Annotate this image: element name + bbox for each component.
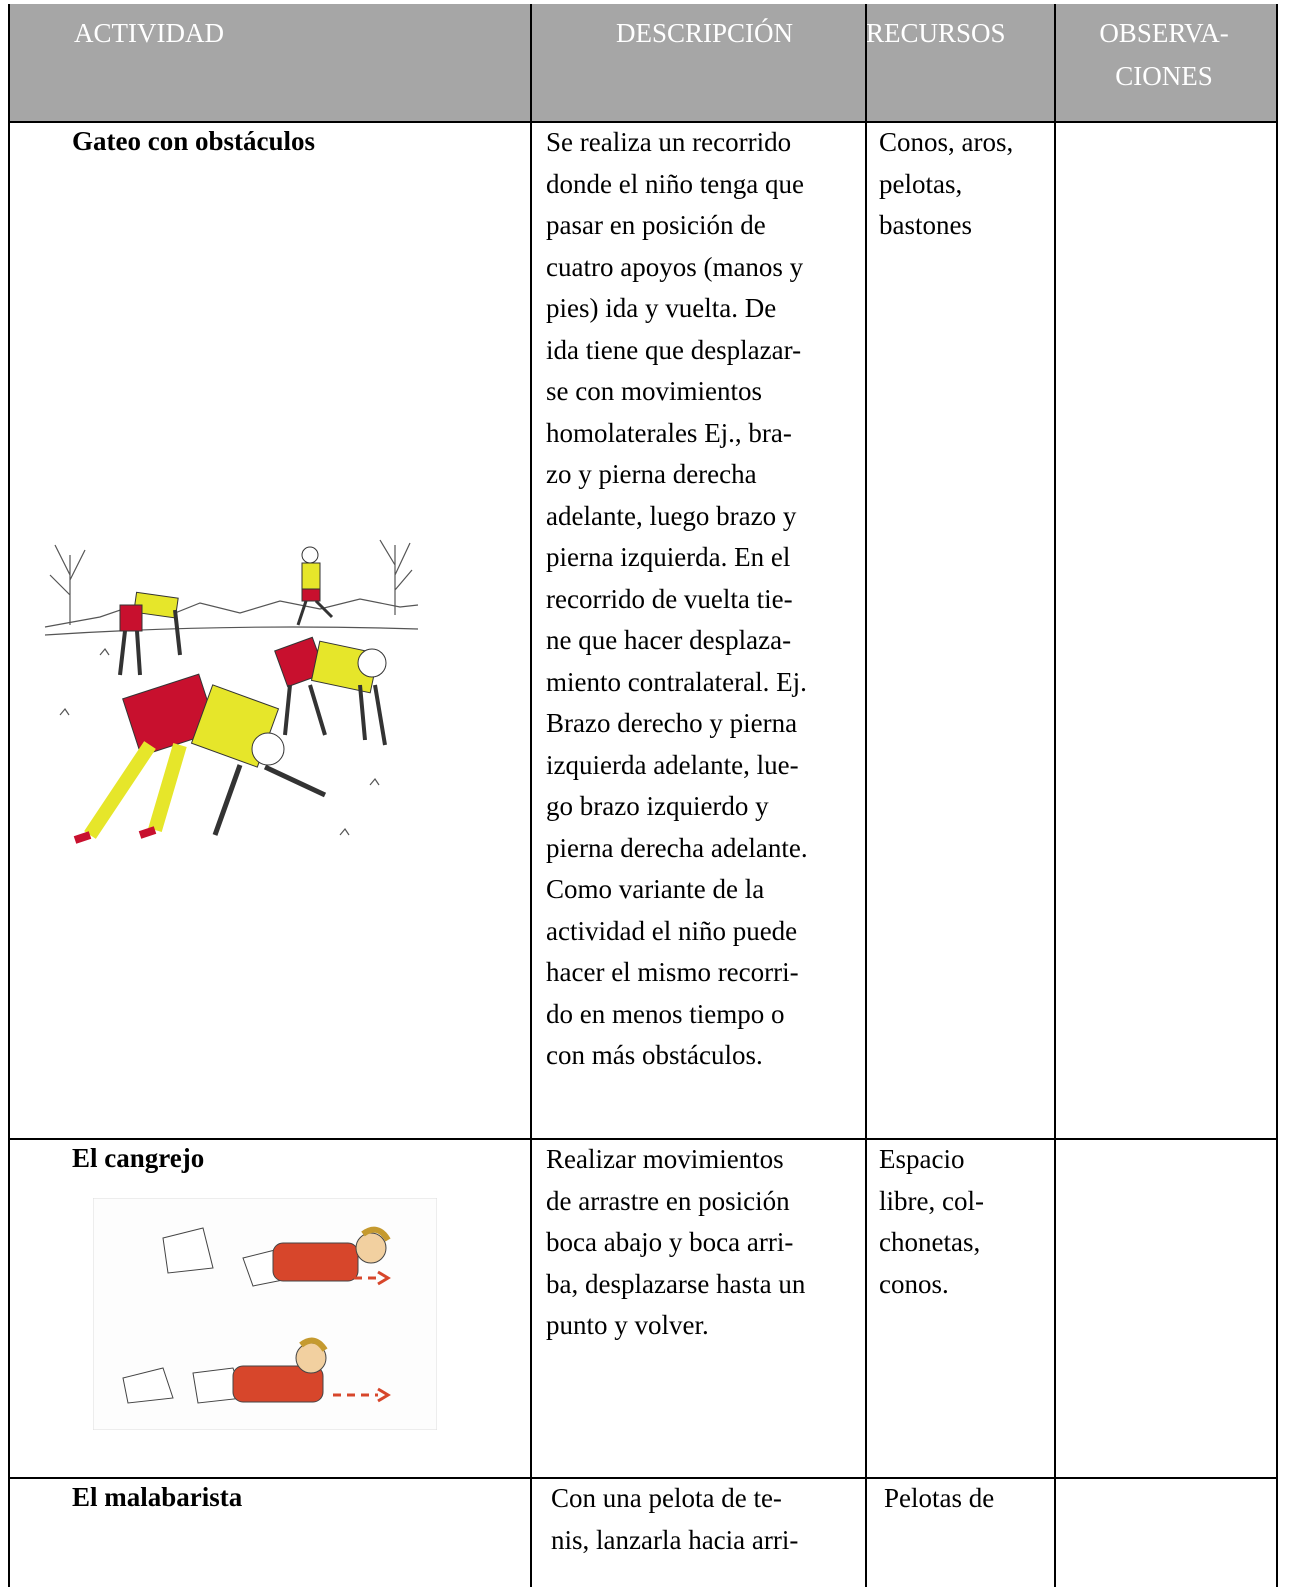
header-observaciones: OBSERVA- CIONES <box>1099 18 1229 91</box>
row-divider <box>8 1138 1278 1140</box>
header-actividad: ACTIVIDAD <box>74 18 224 48</box>
table-header: ACTIVIDAD DESCRIPCIÓN RECURSOS OBSERVA- … <box>8 4 1278 122</box>
activity-description: Con una pelota de te- nis, lanzarla haci… <box>551 1483 799 1555</box>
activity-description: Se realiza un recorrido donde el niño te… <box>546 127 808 1070</box>
activity-resources: Espacio libre, col- chonetas, conos. <box>879 1144 984 1299</box>
activity-name: El malabarista <box>72 1482 243 1512</box>
crawling-children-illustration <box>44 539 419 844</box>
column-divider <box>1054 4 1056 1587</box>
activity-description: Realizar movimientos de arrastre en posi… <box>546 1144 806 1340</box>
header-recursos: RECURSOS <box>866 18 1006 48</box>
row-divider <box>8 1477 1278 1479</box>
table-border-right <box>1276 4 1278 1587</box>
activity-resources: Conos, aros, pelotas, bastones <box>879 127 1014 240</box>
child-figure <box>118 591 182 676</box>
header-descripcion: DESCRIPCIÓN <box>616 18 794 48</box>
activity-name: El cangrejo <box>72 1143 205 1173</box>
table-border-left <box>8 4 10 1587</box>
dragging-children-illustration <box>93 1198 437 1430</box>
activity-name: Gateo con obstáculos <box>72 126 315 156</box>
row-divider <box>8 121 1278 123</box>
activity-resources: Pelotas de <box>884 1483 995 1513</box>
column-divider <box>530 4 532 1587</box>
column-divider <box>865 4 867 1587</box>
